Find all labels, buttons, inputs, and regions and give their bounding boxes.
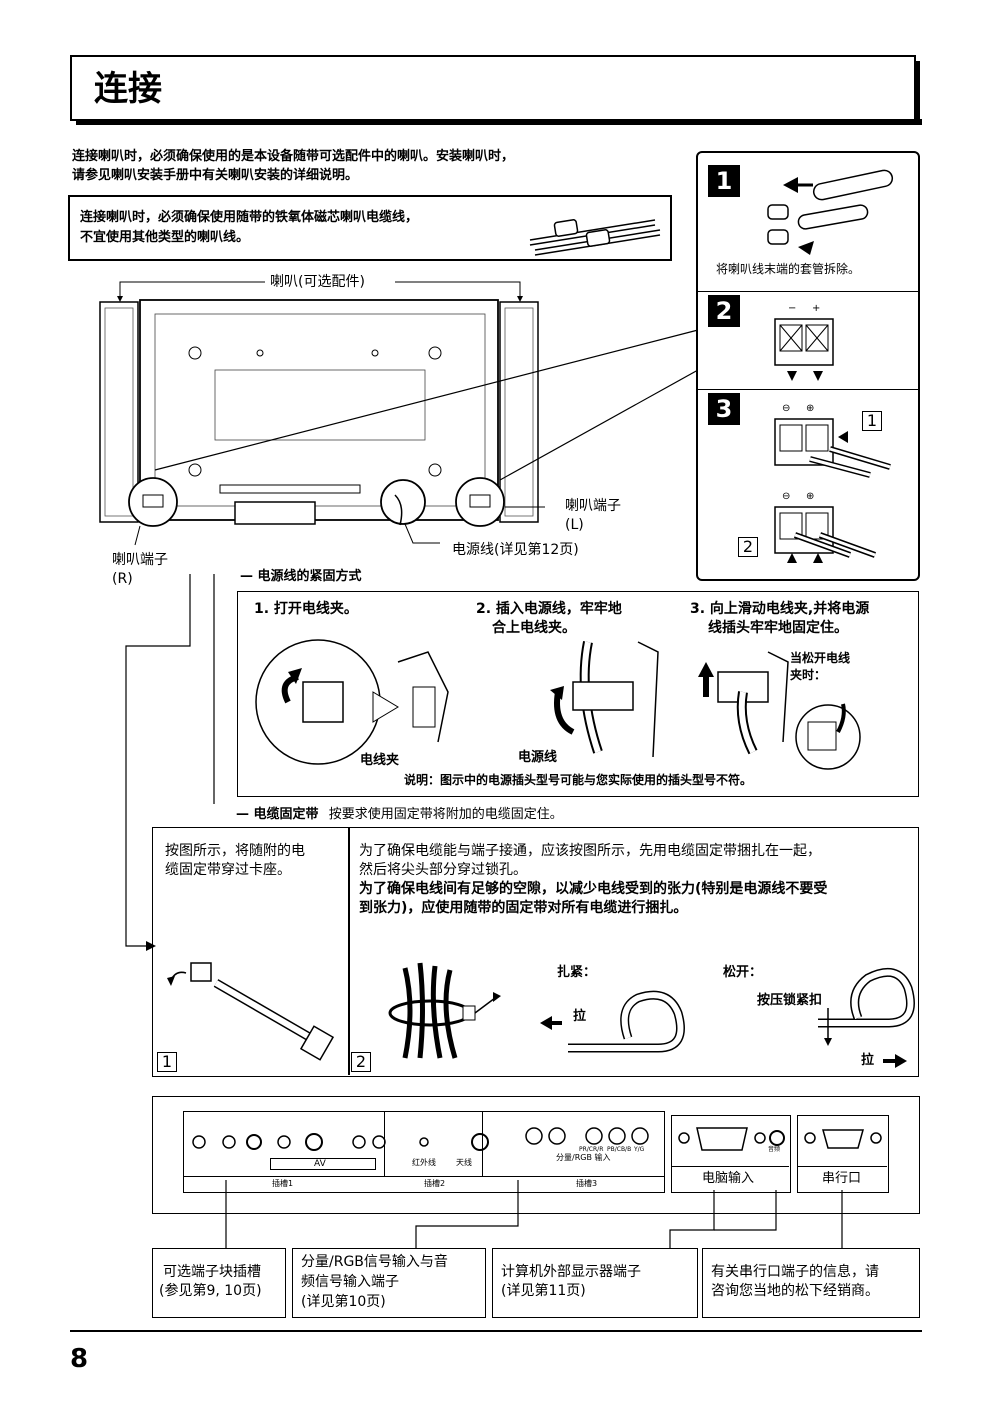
step-2-number: 2 bbox=[708, 295, 740, 327]
serial-panel: 串行口 bbox=[797, 1115, 889, 1193]
step-3-number: 3 bbox=[708, 393, 740, 425]
audio-label: 音频 bbox=[768, 1146, 781, 1153]
serial-divider bbox=[798, 1166, 887, 1167]
slot-3-label: 插槽3 bbox=[576, 1179, 598, 1188]
intro-line-2: 请参见喇叭安装手册中有关喇叭安装的详细说明。 bbox=[72, 168, 359, 183]
speaker-optional-label: 喇叭(可选配件) bbox=[270, 274, 365, 290]
cable-box: 按图所示，将随附的电 缆固定带穿过卡座。 为了确保电缆能与端子接通，应该按图所示… bbox=[152, 827, 919, 1077]
power-heading: — 电源线的紧固方式 bbox=[240, 569, 362, 584]
antenna-label: 天线 bbox=[456, 1158, 472, 1167]
divider-2 bbox=[698, 389, 918, 390]
bundle-cables-illustration bbox=[388, 962, 501, 1059]
terminal-panel: AV 红外线 天线 分量/RGB 输入 PR/CR/R PB/CB/B Y/G … bbox=[152, 1096, 920, 1214]
title-shadow bbox=[76, 119, 922, 125]
wire-insert-illustration: ⊖ ⊕ bbox=[774, 403, 891, 478]
power-step-3: 3. 向上滑动电线夹,并将电源 线插头牢牢地固定住。 bbox=[690, 601, 870, 636]
callout-lines bbox=[154, 329, 699, 481]
press-lock-label: 按压锁紧扣 bbox=[757, 993, 823, 1008]
pull-label-2: 拉 bbox=[861, 1053, 875, 1068]
pb-label: PB/CB/B bbox=[607, 1146, 632, 1153]
slot-label-row bbox=[184, 1176, 664, 1177]
power-cord-label: 电源线(详见第12页) bbox=[452, 542, 579, 558]
cable-step-1: 1 bbox=[157, 1052, 177, 1072]
speaker-terminal-right: 喇叭端子 (R) bbox=[112, 552, 168, 587]
cable-divider bbox=[348, 828, 350, 1075]
power-box: 1. 打开电线夹。 2. 插入电源线，牢牢地 合上电线夹。 3. 向上滑动电线夹… bbox=[237, 591, 919, 797]
terminal-leader-lines bbox=[225, 1180, 843, 1248]
slot-1-label: 插槽1 bbox=[272, 1179, 294, 1188]
step-1-caption: 将喇叭线末端的套管拆除。 bbox=[716, 262, 861, 276]
power-note: 说明：图示中的电源插头型号可能与您实际使用的插头型号不符。 bbox=[404, 773, 753, 787]
tighten-loop-illustration bbox=[540, 990, 685, 1053]
marker-1: 1 bbox=[862, 411, 882, 431]
slide-clamp-illustration bbox=[698, 651, 861, 770]
info-box-serial: 有关串行口端子的信息，请 咨询您当地的松下经销商。 bbox=[702, 1248, 920, 1318]
release-note: 当松开电线 夹时： bbox=[790, 651, 851, 682]
marker-2: 2 bbox=[738, 537, 758, 557]
serial-label: 串行口 bbox=[822, 1171, 862, 1186]
slot-2-label: 插槽2 bbox=[424, 1179, 446, 1188]
terminal-push-illustration: − + bbox=[774, 303, 834, 381]
power-step-2: 2. 插入电源线，牢牢地 合上电线夹。 bbox=[476, 601, 622, 636]
svg-text:+: + bbox=[812, 303, 820, 314]
page-number: 8 bbox=[70, 1344, 89, 1374]
info-box-pc: 计算机外部显示器端子 (详见第11页) bbox=[492, 1248, 698, 1318]
connector-line bbox=[125, 574, 215, 951]
clamp-label: 电线夹 bbox=[360, 753, 400, 768]
warning-line-1: 连接喇叭时，必须确保使用随带的铁氧体磁芯喇叭电缆线， bbox=[80, 210, 419, 225]
page-title: 连接 bbox=[94, 69, 162, 109]
cable-left-text: 按图所示，将随附的电 缆固定带穿过卡座。 bbox=[165, 843, 305, 878]
pc-input-divider bbox=[672, 1166, 789, 1167]
yg-label: Y/G bbox=[634, 1146, 645, 1153]
sleeve-removal-illustration bbox=[767, 169, 894, 255]
slot-2-area bbox=[384, 1112, 483, 1176]
open-clamp-illustration bbox=[255, 639, 449, 765]
footer-rule bbox=[70, 1330, 922, 1332]
speaker-steps-box: 1 将喇叭线末端的套管拆除。 2 − + 3 1 ⊖ ⊕ bbox=[696, 151, 920, 581]
svg-text:−: − bbox=[788, 303, 796, 314]
warning-line-2: 不宜使用其他类型的喇叭线。 bbox=[80, 230, 250, 245]
info-box-slot: 可选端子块插槽 (参见第9, 10页) bbox=[152, 1248, 286, 1318]
ir-label: 红外线 bbox=[412, 1158, 436, 1167]
insert-cord-illustration bbox=[550, 641, 659, 758]
av-jacks bbox=[192, 1127, 649, 1151]
info-box-component: 分量/RGB信号输入与音 频信号输入端子 (详见第10页) bbox=[292, 1248, 486, 1318]
slot-panel: AV 红外线 天线 分量/RGB 输入 PR/CR/R PB/CB/B Y/G … bbox=[183, 1111, 665, 1193]
tighten-label: 扎紧： bbox=[557, 965, 597, 980]
svg-text:⊕: ⊕ bbox=[806, 491, 814, 502]
ferrite-cable-illustration bbox=[529, 219, 661, 256]
svg-text:⊕: ⊕ bbox=[806, 403, 814, 414]
vga-port bbox=[678, 1127, 785, 1151]
serial-port bbox=[804, 1129, 882, 1149]
component-rgb-label: 分量/RGB 输入 bbox=[556, 1153, 611, 1162]
divider-1 bbox=[698, 291, 918, 292]
loosen-label: 松开： bbox=[723, 965, 763, 980]
cord-label: 电源线 bbox=[518, 750, 558, 765]
cable-step-2: 2 bbox=[351, 1052, 371, 1072]
av-label: AV bbox=[314, 1159, 326, 1169]
speaker-terminal-left: 喇叭端子 (L) bbox=[565, 498, 621, 533]
tie-through-holder-illustration bbox=[167, 962, 335, 1061]
svg-text:⊖: ⊖ bbox=[782, 491, 790, 502]
step-1-number: 1 bbox=[708, 165, 740, 197]
pull-right-arrow bbox=[883, 1054, 907, 1068]
svg-text:⊖: ⊖ bbox=[782, 403, 790, 414]
pr-label: PR/CR/R bbox=[579, 1146, 604, 1153]
power-step-1: 1. 打开电线夹。 bbox=[254, 601, 358, 617]
pc-input-panel: 音频 电脑输入 bbox=[671, 1115, 791, 1193]
intro-line-1: 连接喇叭时，必须确保使用的是本设备随带可选配件中的喇叭。安装喇叭时， bbox=[72, 149, 515, 164]
pull-label-1: 拉 bbox=[573, 1009, 587, 1024]
cable-right-text: 为了确保电缆能与端子接通，应该按图所示，先用电缆固定带捆扎在一起， 然后将尖头部… bbox=[359, 843, 828, 916]
loosen-loop-illustration bbox=[818, 967, 915, 1046]
rear-panel-illustration bbox=[99, 281, 545, 546]
pc-input-label: 电脑输入 bbox=[702, 1171, 755, 1186]
title-shadow-right bbox=[914, 61, 920, 125]
warning-box: 连接喇叭时，必须确保使用随带的铁氧体磁芯喇叭电缆线， 不宜使用其他类型的喇叭线。 bbox=[68, 195, 672, 261]
terminal-release-illustration: ⊖ ⊕ bbox=[774, 491, 877, 563]
cable-heading: — 电缆固定带 按要求使用固定带将附加的电缆固定住。 bbox=[236, 807, 563, 822]
title-box: 连接 bbox=[70, 55, 916, 121]
av-label-box bbox=[270, 1158, 376, 1170]
